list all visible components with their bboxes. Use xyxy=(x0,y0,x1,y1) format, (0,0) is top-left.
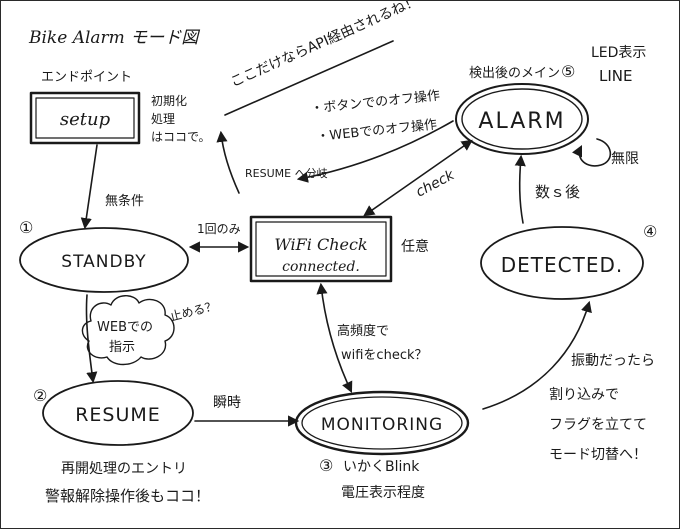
arrow-standby-to-resume xyxy=(85,294,98,384)
monitoring-ellipse-outer xyxy=(294,390,470,456)
label-interrupt-1: 割り込みで xyxy=(549,386,619,403)
alarm-label: ALARM xyxy=(478,109,565,134)
arrow-detected-to-alarm xyxy=(514,154,526,224)
monitoring-note-1: いかくBlink xyxy=(343,459,420,475)
arrow-setup-to-standby xyxy=(80,144,98,230)
diagram-title: Bike Alarm モード図 xyxy=(28,28,200,48)
label-after-seconds: 数ｓ後 xyxy=(535,183,580,201)
label-interrupt-2: フラグを立てて xyxy=(549,417,647,433)
wifi-box xyxy=(249,215,393,283)
standby-label: STANDBY xyxy=(61,252,146,272)
label-unconditional: 無条件 xyxy=(105,193,144,209)
setup-side-note-2: 処理 xyxy=(151,112,175,126)
label-button-off: ・ボタンでのオフ操作 xyxy=(310,87,441,117)
arrow-wifi-monitoring xyxy=(316,282,353,394)
wifi-box-inner xyxy=(255,221,387,277)
alarm-heading: 検出後のメイン xyxy=(469,66,560,81)
label-wifi-task: 任意 xyxy=(401,238,429,255)
web-instruction-line2: 指示 xyxy=(109,340,135,355)
resume-note-1: 再開処理のエントリ xyxy=(61,461,187,477)
standby-ellipse xyxy=(19,227,189,293)
alarm-ellipse-outer xyxy=(455,83,589,155)
setup-side-note-3: はココで。 xyxy=(151,130,211,144)
web-instruction-cloud xyxy=(81,295,175,366)
alarm-ellipse-inner xyxy=(461,88,583,150)
wifi-label-1: WiFi Check xyxy=(274,235,367,254)
label-interrupt-3: モード切替へ！ xyxy=(549,447,647,463)
diagonal-underline xyxy=(224,40,394,116)
arrow-wifi-alarm xyxy=(363,139,473,217)
setup-label: setup xyxy=(60,109,111,130)
label-once: 1回のみ xyxy=(197,222,241,236)
setup-box xyxy=(29,91,141,145)
label-check: check xyxy=(413,167,457,201)
resume-label: RESUME xyxy=(75,404,161,426)
wifi-label-2: connected. xyxy=(282,259,360,275)
label-instant: 瞬時 xyxy=(213,395,241,411)
alarm-loop-icon xyxy=(571,138,612,167)
monitoring-label: MONITORING xyxy=(321,415,443,435)
monitoring-note-2: 電圧表示程度 xyxy=(341,485,425,501)
detected-label: DETECTED. xyxy=(501,253,623,277)
setup-side-note-1: 初期化 xyxy=(151,94,187,108)
monitoring-ellipse-inner xyxy=(301,396,463,450)
resume-note-2: 警報解除操作後もココ！ xyxy=(45,487,210,505)
label-loop: 無限 xyxy=(611,151,639,167)
resume-number: ② xyxy=(33,386,47,405)
alarm-number: ⑤ xyxy=(561,62,575,81)
label-high-freq-1: 高頻度で xyxy=(337,323,389,339)
label-vibration: 振動だったら xyxy=(571,353,655,369)
label-high-freq-2: wifiをcheck？ xyxy=(341,348,428,363)
monitoring-number: ③ xyxy=(319,456,333,475)
resume-ellipse xyxy=(42,380,194,446)
label-resume-transition: RESUME へ分岐 xyxy=(245,167,328,180)
label-line: LINE xyxy=(599,67,632,85)
diagonal-note: ここだけならAPI経由されるね！ xyxy=(228,1,421,91)
setup-box-inner xyxy=(35,97,135,139)
arrow-monitoring-to-detected xyxy=(482,300,592,410)
detected-number: ④ xyxy=(643,222,657,241)
setup-heading: エンドポイント xyxy=(41,70,132,85)
label-web-off: ・WEBでのオフ操作 xyxy=(316,116,438,145)
detected-ellipse xyxy=(480,226,644,300)
web-instruction-side: 止める？ xyxy=(168,299,218,324)
arrow-resume-branch xyxy=(216,130,240,194)
web-instruction-line1: WEBでの xyxy=(97,320,153,335)
label-led: LED表示 xyxy=(591,45,646,61)
standby-number: ① xyxy=(19,218,33,237)
